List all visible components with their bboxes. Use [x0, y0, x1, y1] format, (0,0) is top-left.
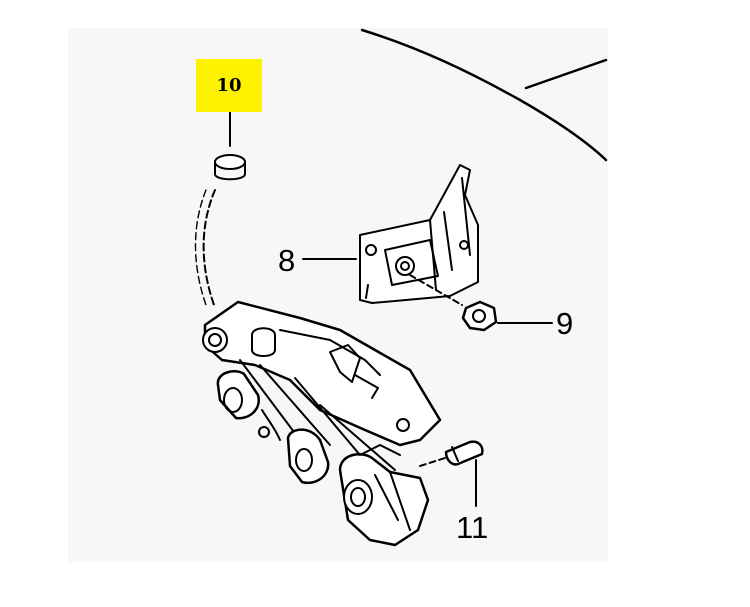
callout-label-9: 9 — [556, 306, 574, 341]
body-panel-outline — [360, 28, 608, 162]
callout-10-highlight: 10 — [196, 59, 262, 112]
diagram-panel — [68, 28, 608, 562]
assembly-path-10 — [194, 189, 216, 306]
assembly-path-9 — [409, 274, 463, 306]
main-hinge-assembly — [202, 300, 442, 547]
callout-label-11: 11 — [456, 510, 489, 545]
part-9-nut — [461, 300, 553, 332]
callout-label-10: 10 — [216, 75, 242, 96]
part-8-hinge-bracket — [302, 164, 479, 304]
callout-label-8: 8 — [278, 243, 296, 278]
part-11-bolt — [419, 440, 484, 507]
part-10-plug — [214, 111, 246, 181]
